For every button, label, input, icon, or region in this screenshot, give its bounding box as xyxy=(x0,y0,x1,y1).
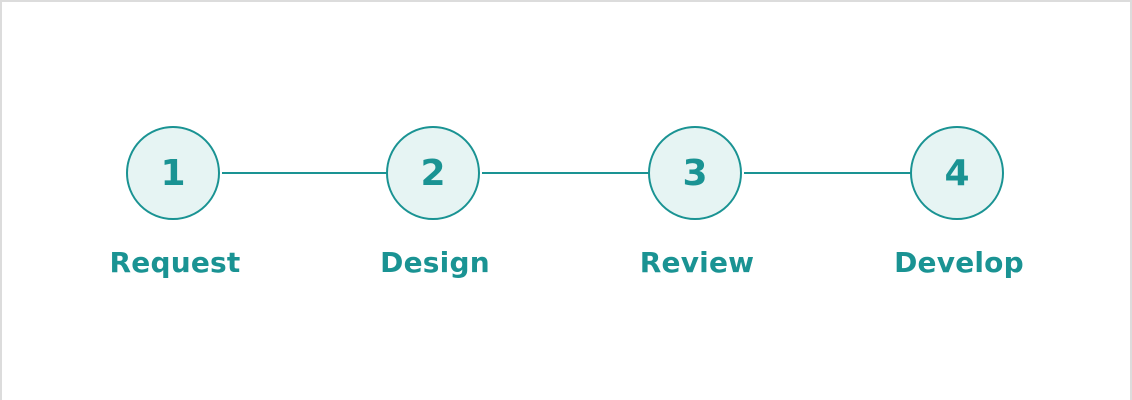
step-number-circle: 1 xyxy=(126,126,220,220)
step-1[interactable]: 1 xyxy=(126,126,220,220)
step-number-circle: 2 xyxy=(386,126,480,220)
connector-line xyxy=(222,172,389,174)
step-2[interactable]: 2 xyxy=(386,126,480,220)
step-label: Develop xyxy=(894,246,1024,279)
step-4[interactable]: 4 xyxy=(910,126,1004,220)
connector-line xyxy=(744,172,912,174)
step-label: Review xyxy=(639,246,755,279)
step-label: Design xyxy=(380,246,490,279)
step-number-circle: 3 xyxy=(648,126,742,220)
connector-line xyxy=(482,172,650,174)
step-label: Request xyxy=(109,246,241,279)
step-number-circle: 4 xyxy=(910,126,1004,220)
step-3[interactable]: 3 xyxy=(648,126,742,220)
